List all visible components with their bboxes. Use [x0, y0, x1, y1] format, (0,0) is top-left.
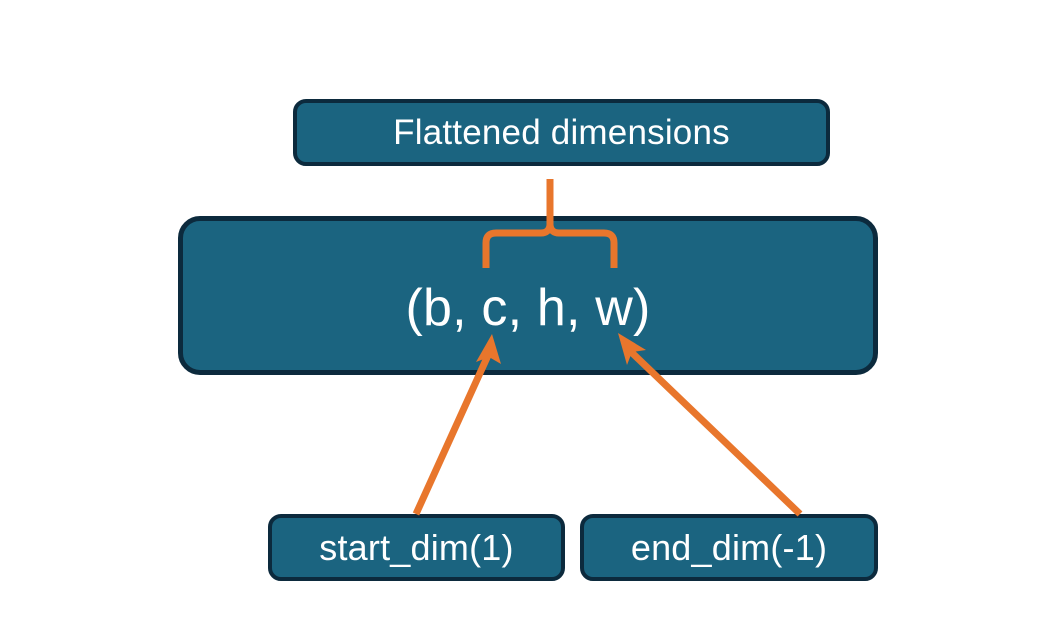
arrow-start-dim-shaft	[412, 349, 494, 516]
node-flattened-dimensions[interactable]: Flattened dimensions	[293, 99, 830, 166]
node-flattened-dimensions-label: Flattened dimensions	[393, 113, 730, 152]
node-end-dim[interactable]: end_dim(-1)	[580, 514, 878, 581]
node-tensor-shape-label: (b, c, h, w)	[405, 278, 651, 337]
node-start-dim-label: start_dim(1)	[319, 526, 514, 568]
node-end-dim-label: end_dim(-1)	[630, 526, 828, 568]
node-tensor-shape[interactable]: (b, c, h, w)	[178, 216, 878, 375]
node-start-dim[interactable]: start_dim(1)	[268, 514, 565, 581]
